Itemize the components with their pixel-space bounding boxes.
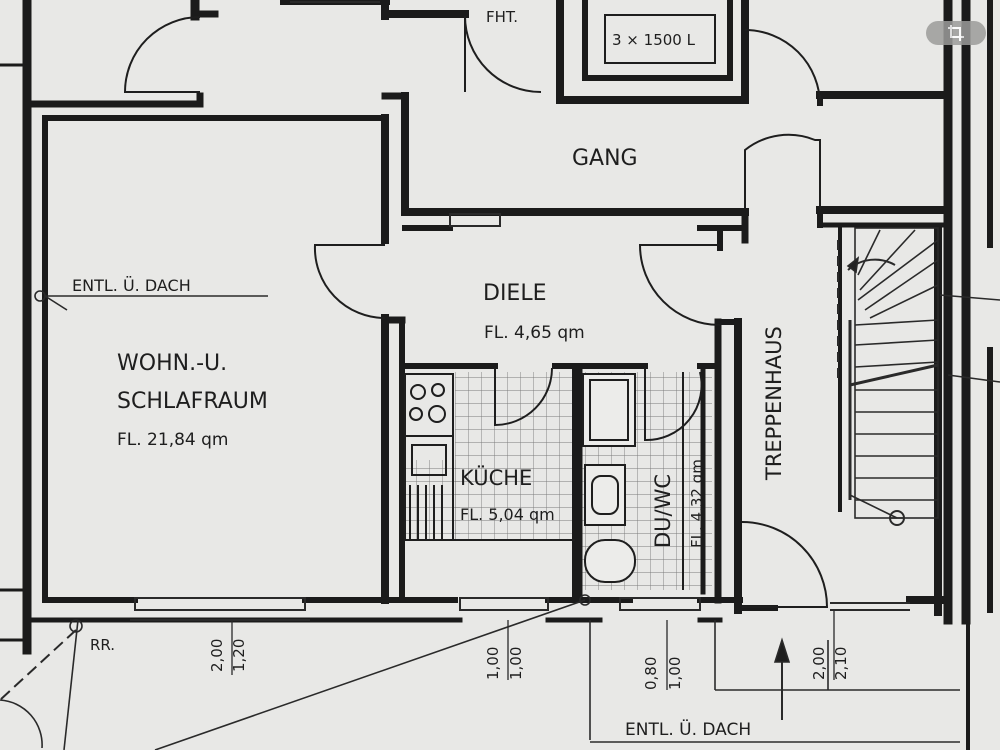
label-duwc-area: FL. 4,32 qm [688, 459, 706, 548]
door-swings [123, 15, 829, 608]
label-treppenhaus: TREPPENHAUS [762, 326, 786, 481]
label-gang: GANG [572, 146, 638, 171]
window-dimensions: 2,00 1,20 1,00 1,00 0,80 1,00 2,00 2,10 [208, 610, 850, 690]
dim-win1-a: 2,00 [208, 639, 226, 672]
label-tank: 3 × 1500 L [612, 31, 696, 49]
label-wohn-area: FL. 21,84 qm [117, 430, 228, 450]
dim-win4-b: 2,10 [832, 647, 850, 680]
crop-icon [948, 25, 964, 41]
tank-box [604, 14, 716, 64]
crop-button[interactable] [926, 21, 986, 45]
label-wohn-line2: SCHLAFRAUM [117, 389, 268, 414]
label-entl-dach-bottom: ENTL. Ü. DACH [625, 718, 751, 740]
dim-win3-b: 1,00 [666, 657, 684, 690]
label-entl-dach-left: ENTL. Ü. DACH [72, 276, 191, 295]
label-duwc: DU/WC [651, 474, 675, 548]
label-kueche-area: FL. 5,04 qm [460, 505, 555, 524]
room-labels: FHT. 3 × 1500 L GANG ENTL. Ü. DACH DIELE… [72, 8, 786, 740]
kitchen-tile-floor [405, 372, 573, 540]
staircase [837, 227, 939, 526]
dim-win1-b: 1,20 [230, 639, 248, 672]
dim-win4-a: 2,00 [810, 647, 828, 680]
dim-win2-a: 1,00 [484, 647, 502, 680]
label-kueche: KÜCHE [460, 465, 532, 490]
label-diele-area: FL. 4,65 qm [484, 323, 585, 343]
dim-win2-b: 1,00 [507, 647, 525, 680]
kitchen-fixtures [404, 373, 575, 541]
bathroom-fixtures [582, 372, 684, 590]
label-fht: FHT. [486, 8, 518, 26]
dim-win3-a: 0,80 [642, 657, 660, 690]
label-diele: DIELE [483, 281, 547, 306]
annotation-lines [0, 290, 1000, 750]
label-wohn-line1: WOHN.-U. [117, 351, 227, 376]
windows [130, 1, 910, 621]
label-rr: RR. [90, 636, 115, 654]
